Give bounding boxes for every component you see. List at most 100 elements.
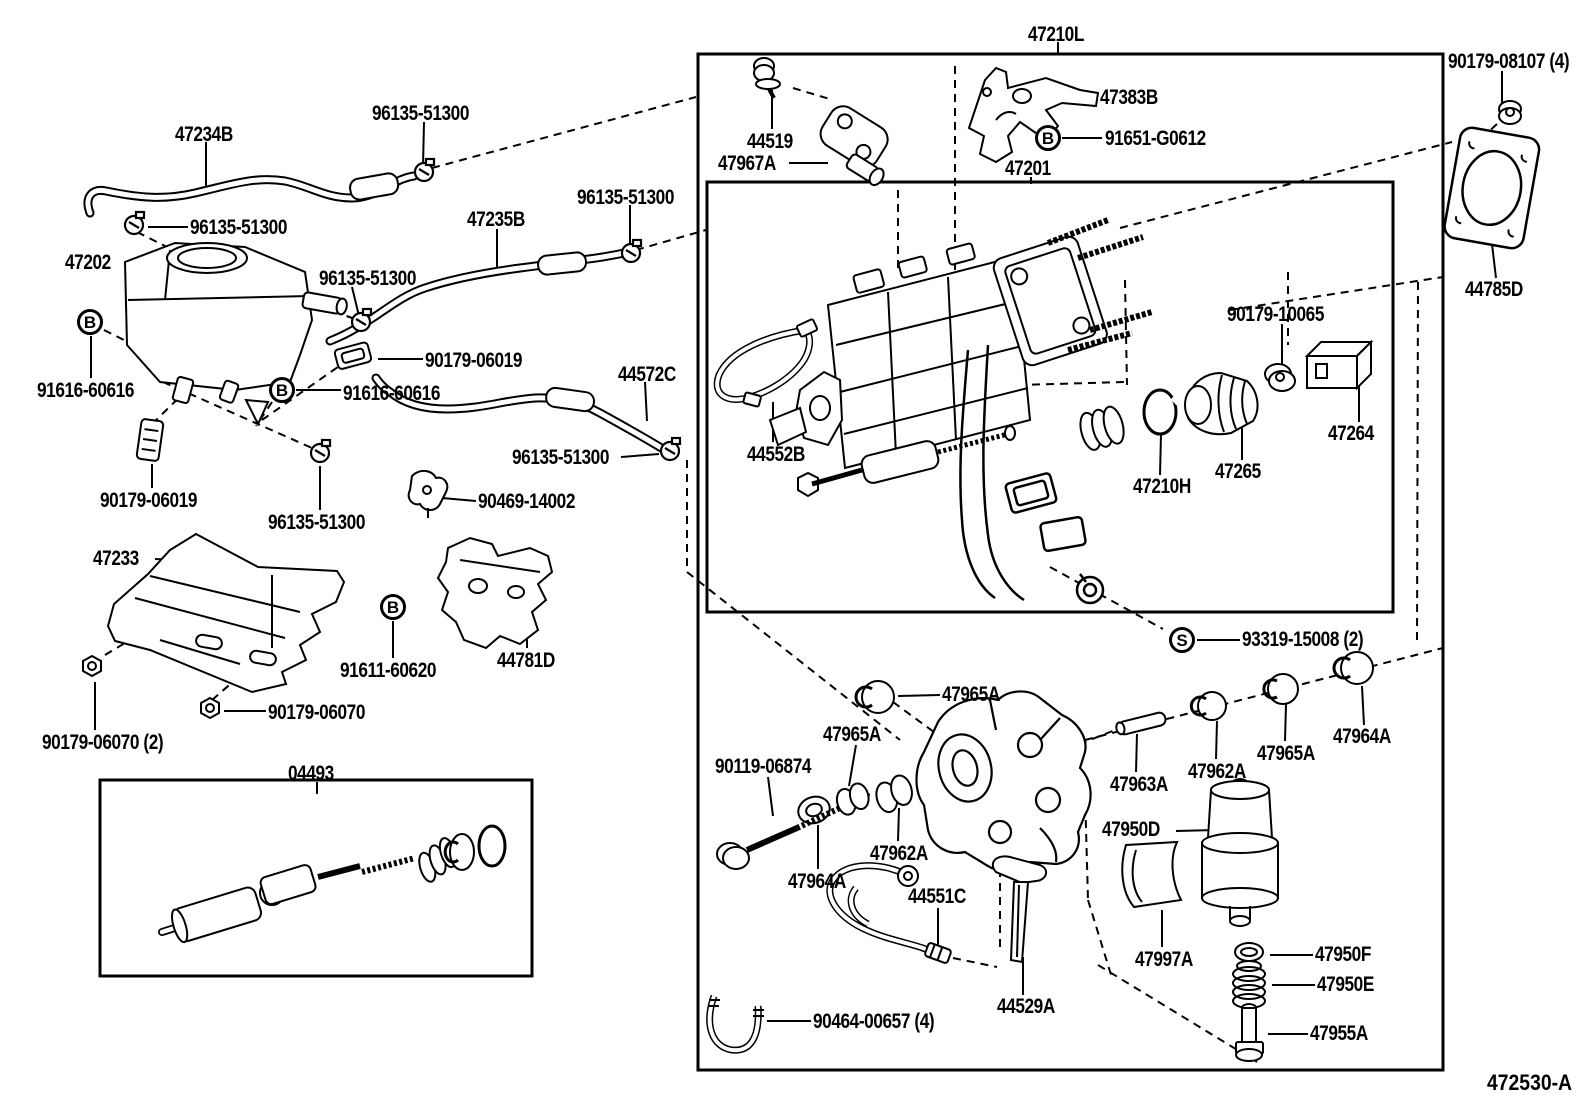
part-callout: 91651-G0612 xyxy=(1105,127,1206,150)
spacer-90179-10065 xyxy=(1264,363,1296,392)
part-callout: 96135-51300 xyxy=(319,267,417,290)
reservoir-port xyxy=(244,398,270,427)
part-callout: 44785D xyxy=(1465,278,1523,301)
bleeder-44529A xyxy=(991,855,1048,964)
part-callout: 90179-06019 xyxy=(425,349,523,372)
reservoir-47202 xyxy=(123,241,348,427)
label-sheet-47997A xyxy=(1121,840,1183,909)
o-ring-47950F xyxy=(1234,942,1264,962)
master-cylinder-flange xyxy=(992,217,1153,367)
part-callout: 91611-60620 xyxy=(340,659,437,682)
part-callout: 47962A xyxy=(870,842,928,865)
ref-marker-B: B xyxy=(1035,125,1061,151)
clip-90179-06019-a xyxy=(333,341,373,370)
bracket-44781D xyxy=(436,536,554,650)
part-callout: 96135-51300 xyxy=(190,216,288,239)
part-callout: 44572C xyxy=(618,363,676,386)
part-callout: 91616-60616 xyxy=(37,379,135,402)
harness-44552B xyxy=(713,318,819,408)
part-callout: 47997A xyxy=(1135,948,1193,971)
ref-marker-B: B xyxy=(380,594,406,620)
gasket-44785D xyxy=(1443,126,1541,250)
part-callout: 90179-06070 xyxy=(268,701,366,724)
bolt-44519 xyxy=(753,57,781,99)
part-callout: 47265 xyxy=(1215,460,1261,483)
bushing-47964A-right xyxy=(1332,651,1374,685)
part-callout: 44529A xyxy=(997,995,1055,1018)
part-callout: 96135-51300 xyxy=(372,102,470,125)
bolt-90119-06874 xyxy=(716,805,842,870)
part-callout: 47235B xyxy=(467,208,525,231)
part-callout: 47950D xyxy=(1102,818,1160,841)
part-callout: 47965A xyxy=(942,683,1000,706)
ref-marker-S: S xyxy=(1169,627,1195,653)
part-callout: 44551C xyxy=(908,885,966,908)
frame-boxes xyxy=(98,52,1445,1072)
hose-clamps-96135 xyxy=(123,157,682,464)
part-callout: 90119-06874 xyxy=(715,755,812,778)
bolt-47955A xyxy=(1235,1003,1264,1062)
accumulator-47950D xyxy=(1201,778,1279,927)
pin-47963A xyxy=(1115,711,1167,736)
washer-47964A-left xyxy=(797,795,831,825)
nut-90179-06070-b xyxy=(82,654,102,678)
part-callout: 47965A xyxy=(1257,742,1315,765)
part-callout: 47234B xyxy=(175,123,233,146)
part-callout: 47210L xyxy=(1028,23,1084,46)
bracket-47967A xyxy=(819,105,889,187)
bracket-47201-47383B xyxy=(967,66,1100,164)
pushrod-assembly xyxy=(797,425,1016,498)
part-callout: 90179-06019 xyxy=(100,489,198,512)
repair-kit-box xyxy=(98,778,534,978)
bushing-47962A-left xyxy=(875,774,913,813)
wiring-connectors xyxy=(959,344,1105,605)
part-callout: 47383B xyxy=(1100,86,1158,109)
part-callout: 47950E xyxy=(1317,973,1374,996)
bushing-47962A-right xyxy=(1189,691,1227,721)
bushing-47965A-mid xyxy=(835,782,870,816)
part-callout: 90179-10065 xyxy=(1227,303,1325,326)
hose-44572C xyxy=(371,373,668,454)
part-callout: 96135-51300 xyxy=(577,186,675,209)
part-callout: 90179-06070 (2) xyxy=(42,731,164,754)
part-callout: 44519 xyxy=(747,130,793,153)
spring-47950E xyxy=(1232,960,1266,1009)
figure-number: 472530-A xyxy=(1487,1070,1573,1095)
part-callout: 47955A xyxy=(1310,1022,1368,1045)
u-clamp-90464-00657 xyxy=(706,994,764,1054)
part-callout: 47950F xyxy=(1315,943,1371,966)
outer-assembly-box xyxy=(696,52,1445,1072)
part-callout: 96135-51300 xyxy=(268,511,366,534)
repair-kit-04493 xyxy=(158,824,507,944)
clip-90469-14002 xyxy=(407,470,449,518)
nut-90179-06070-a xyxy=(200,696,220,720)
bushing-47965A-top xyxy=(854,680,895,714)
part-callout: 47967A xyxy=(718,152,776,175)
master-cylinder-47201-body xyxy=(768,242,1032,470)
construction-dashes xyxy=(103,66,1498,1063)
part-callout: 47964A xyxy=(1333,725,1391,748)
master-cylinder-box xyxy=(705,180,1395,614)
part-callout: 47233 xyxy=(93,547,139,570)
part-callout: 47264 xyxy=(1328,422,1374,445)
booster-pump-body xyxy=(915,690,1092,872)
part-callout: 47965A xyxy=(823,723,881,746)
ref-marker-B: B xyxy=(269,377,295,403)
bushing-47965A-right xyxy=(1262,673,1299,705)
hose-47234B xyxy=(83,171,419,218)
part-callout: 44781D xyxy=(497,649,555,672)
tube-44551C xyxy=(826,862,952,964)
block-47264 xyxy=(1304,339,1374,391)
part-callout: 44552B xyxy=(747,443,805,466)
part-callout: 90469-14002 xyxy=(478,490,576,513)
part-callout: 90179-08107 (4) xyxy=(1448,50,1570,73)
part-callout: 90464-00657 (4) xyxy=(813,1010,935,1033)
nut-90179-08107 xyxy=(1498,100,1522,125)
ref-marker-B: B xyxy=(77,309,103,335)
part-callout: 47210H xyxy=(1133,475,1191,498)
hose-47235B xyxy=(325,247,634,346)
grommet-seal xyxy=(1079,405,1125,451)
part-callout: 91616-60616 xyxy=(343,382,441,405)
part-callout: 47964A xyxy=(788,870,846,893)
